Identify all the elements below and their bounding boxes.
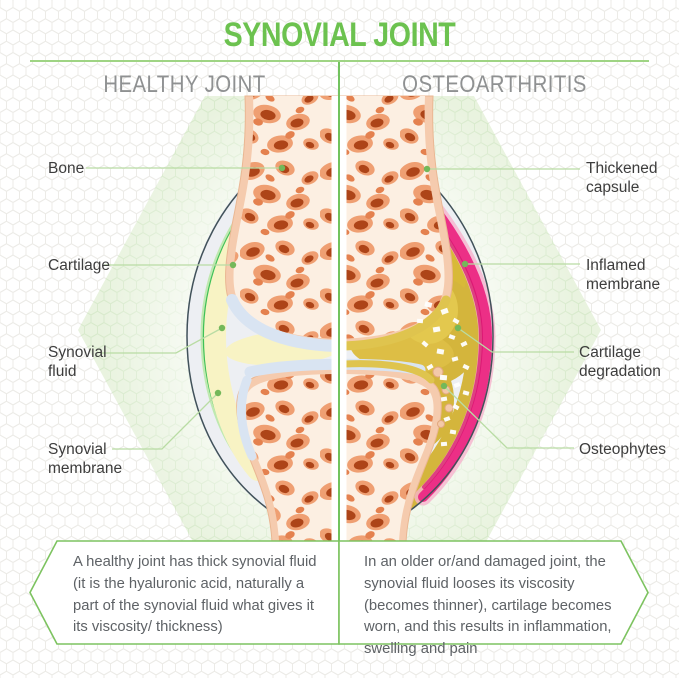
label-connectors bbox=[86, 167, 580, 450]
caption-osteoarthritis: In an older or/and damaged joint, the sy… bbox=[364, 554, 612, 657]
label-thickened-capsule: Thickened capsule bbox=[586, 160, 658, 196]
label-bone: Bone bbox=[48, 160, 85, 177]
caption-banner-right bbox=[338, 540, 649, 645]
column-heading-healthy: HEALTHY JOINT bbox=[103, 71, 266, 98]
label-dots bbox=[214, 164, 469, 397]
label-inflamed-membrane: Inflamed membrane bbox=[586, 257, 661, 293]
degraded-cartilage-layer bbox=[339, 295, 451, 384]
caption-banner-left bbox=[29, 540, 340, 645]
capsule-outline bbox=[186, 146, 494, 529]
caption-healthy-joint: A healthy joint has thick synovial fluid… bbox=[73, 554, 317, 636]
label-osteophytes: Osteophytes bbox=[579, 441, 667, 458]
diagram-title: SYNOVIAL JOINT bbox=[223, 16, 456, 54]
column-heading-osteoarthritis: OSTEOARTHRITIS bbox=[402, 71, 587, 98]
label-cartilage: Cartilage bbox=[48, 257, 111, 274]
cartilage-debris bbox=[416, 301, 470, 447]
label-synovial-fluid: Synovial fluid bbox=[48, 344, 107, 380]
label-cartilage-degradation: Cartilage degradation bbox=[579, 344, 661, 380]
label-synovial-membrane: Synovial membrane bbox=[48, 441, 123, 477]
center-divider bbox=[331, 62, 347, 542]
